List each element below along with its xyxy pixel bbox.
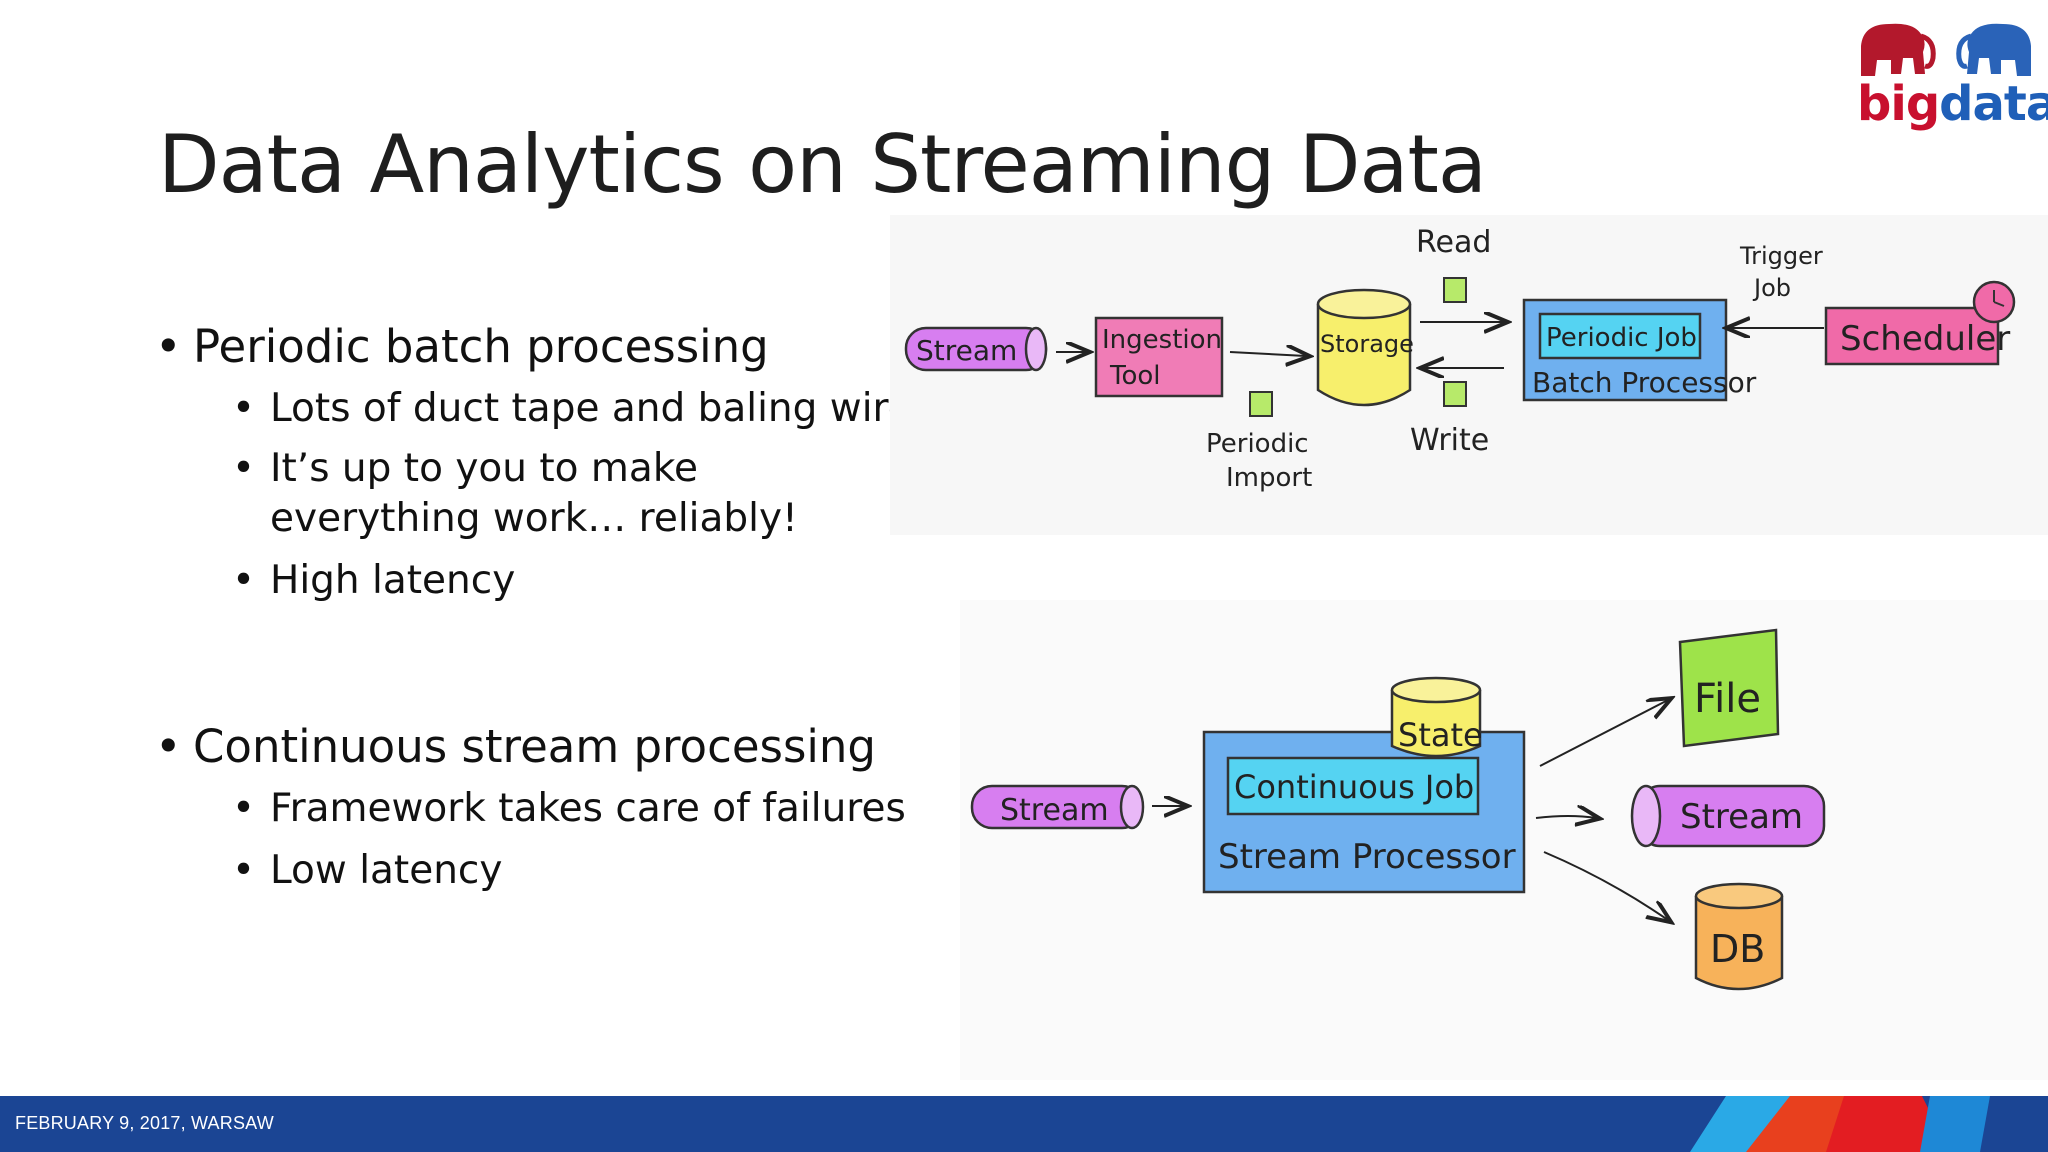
stream-processor-node: Continuous Job Stream Processor — [1202, 730, 1526, 894]
batch-stream-node: Stream — [904, 326, 1048, 372]
bullet-text: Lots of duct tape and baling wire — [270, 386, 912, 431]
file-node: File — [1678, 628, 1780, 748]
batch-processor-node: Periodic Job Batch Processor — [1522, 298, 1757, 402]
ingestion-tool-node: Ingestion Tool — [1094, 316, 1224, 398]
state-label: State — [1398, 716, 1483, 754]
bullet-text: Low latency — [270, 848, 503, 893]
arrow — [1229, 352, 1306, 356]
ingestion-label: Ingestion — [1102, 325, 1222, 355]
file-label: File — [1694, 676, 1761, 722]
bullet-text: It’s up to you to make — [270, 446, 699, 491]
trigger-label: Job — [1752, 274, 1791, 302]
db-arrow — [1543, 851, 1668, 920]
storage-node: Storage — [1316, 288, 1414, 407]
bullet-stream-heading: •Continuous stream processing — [155, 720, 876, 773]
bullet-text: Continuous stream processing — [193, 720, 876, 773]
bullet-stream-item: •Low latency — [232, 848, 503, 893]
bullet-batch-item: •High latency — [232, 558, 516, 603]
bullet-batch-item: •Lots of duct tape and baling wire — [232, 386, 912, 431]
bullet-batch-item-continued: everything work… reliably! — [270, 496, 798, 541]
batch-processor-label: Batch Processor — [1532, 366, 1757, 399]
write-note-icon — [1443, 381, 1467, 407]
slide-title: Data Analytics on Streaming Data — [158, 118, 1487, 211]
input-stream-label: Stream — [1000, 793, 1109, 828]
footer-accent-shapes — [1690, 1096, 1990, 1152]
input-stream-node: Stream — [970, 784, 1145, 830]
read-label: Read — [1416, 225, 1491, 260]
file-arrow — [1539, 700, 1668, 767]
logo-word-big: big — [1857, 76, 1940, 132]
diagram-canvas: Stream Ingestion Tool Storage Read Write… — [890, 215, 2048, 991]
write-label: Write — [1410, 423, 1489, 458]
read-note-icon — [1443, 277, 1467, 303]
db-label: DB — [1710, 927, 1765, 971]
state-node: State — [1390, 676, 1483, 758]
footer-date: FEBRUARY 9, 2017, WARSAW — [15, 1113, 274, 1133]
bullet-stream-item: •Framework takes care of failures — [232, 786, 906, 831]
bullet-text: High latency — [270, 558, 516, 603]
periodic-label: Periodic — [1206, 429, 1309, 459]
storage-label: Storage — [1320, 330, 1414, 358]
stream-out-arrow — [1535, 816, 1596, 818]
footer-bar: FEBRUARY 9, 2017, WARSAW — [0, 1096, 2048, 1152]
scheduler-label: Scheduler — [1840, 319, 2010, 359]
logo-word-data: data — [1939, 76, 2048, 132]
ingestion-label: Tool — [1109, 361, 1161, 391]
scheduler-node: Scheduler — [1824, 280, 2016, 366]
output-stream-label: Stream — [1680, 797, 1803, 837]
periodic-label: Import — [1226, 463, 1312, 493]
stream-processor-label: Stream Processor — [1218, 837, 1516, 877]
logo-wordmark: bigdata — [1857, 80, 2048, 128]
bullet-batch-heading: •Periodic batch processing — [155, 320, 769, 373]
output-stream-node: Stream — [1630, 784, 1826, 848]
bullet-batch-item: •It’s up to you to make — [232, 446, 699, 491]
elephants-icon — [1861, 23, 2031, 76]
bullet-text: Periodic batch processing — [193, 320, 769, 373]
batch-diagram-panel — [890, 215, 2048, 535]
continuous-job-label: Continuous Job — [1234, 768, 1474, 806]
db-node: DB — [1694, 882, 1784, 991]
trigger-label: Trigger — [1739, 242, 1823, 270]
import-note-icon — [1249, 391, 1273, 417]
bigdata-logo: bigdata — [1855, 18, 2048, 138]
bullet-text: Framework takes care of failures — [270, 786, 906, 831]
periodic-job-label: Periodic Job — [1546, 323, 1697, 353]
batch-stream-label: Stream — [916, 334, 1017, 367]
